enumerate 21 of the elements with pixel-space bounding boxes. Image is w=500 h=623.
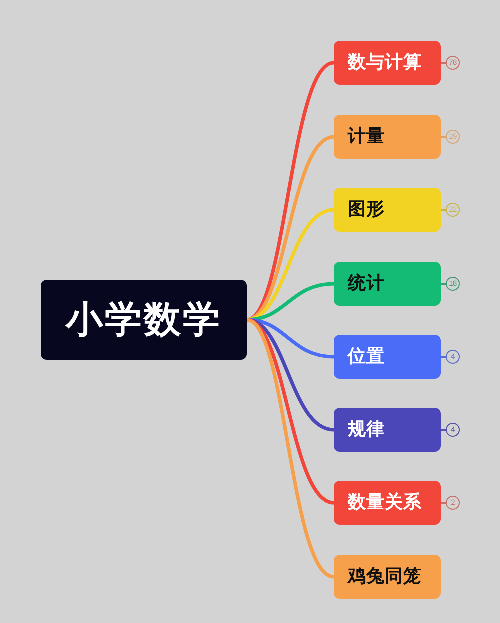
- topic-box: [334, 408, 441, 452]
- topic-label: 数与计算: [348, 52, 422, 74]
- root-topic-box: [41, 280, 247, 360]
- branch-line: [245, 318, 336, 579]
- topic-box: [334, 188, 441, 232]
- topic-label: 规律: [348, 419, 385, 441]
- topic-box: [334, 41, 441, 85]
- branch-line: [245, 318, 336, 359]
- topic-label: 图形: [348, 199, 385, 221]
- topic-box: [334, 335, 441, 379]
- branch-line: [245, 318, 336, 505]
- root-topic-label: 小学数学: [66, 298, 222, 342]
- topic-box: [334, 115, 441, 159]
- topic-label: 数量关系: [348, 492, 422, 514]
- topic-box: [334, 555, 441, 599]
- topic-box: [334, 481, 441, 525]
- topic-label: 计量: [348, 126, 385, 148]
- topic-box: [334, 262, 441, 306]
- topic-label: 统计: [348, 273, 385, 295]
- topic-label: 位置: [348, 346, 385, 368]
- topic-label: 鸡兔同笼: [348, 566, 422, 588]
